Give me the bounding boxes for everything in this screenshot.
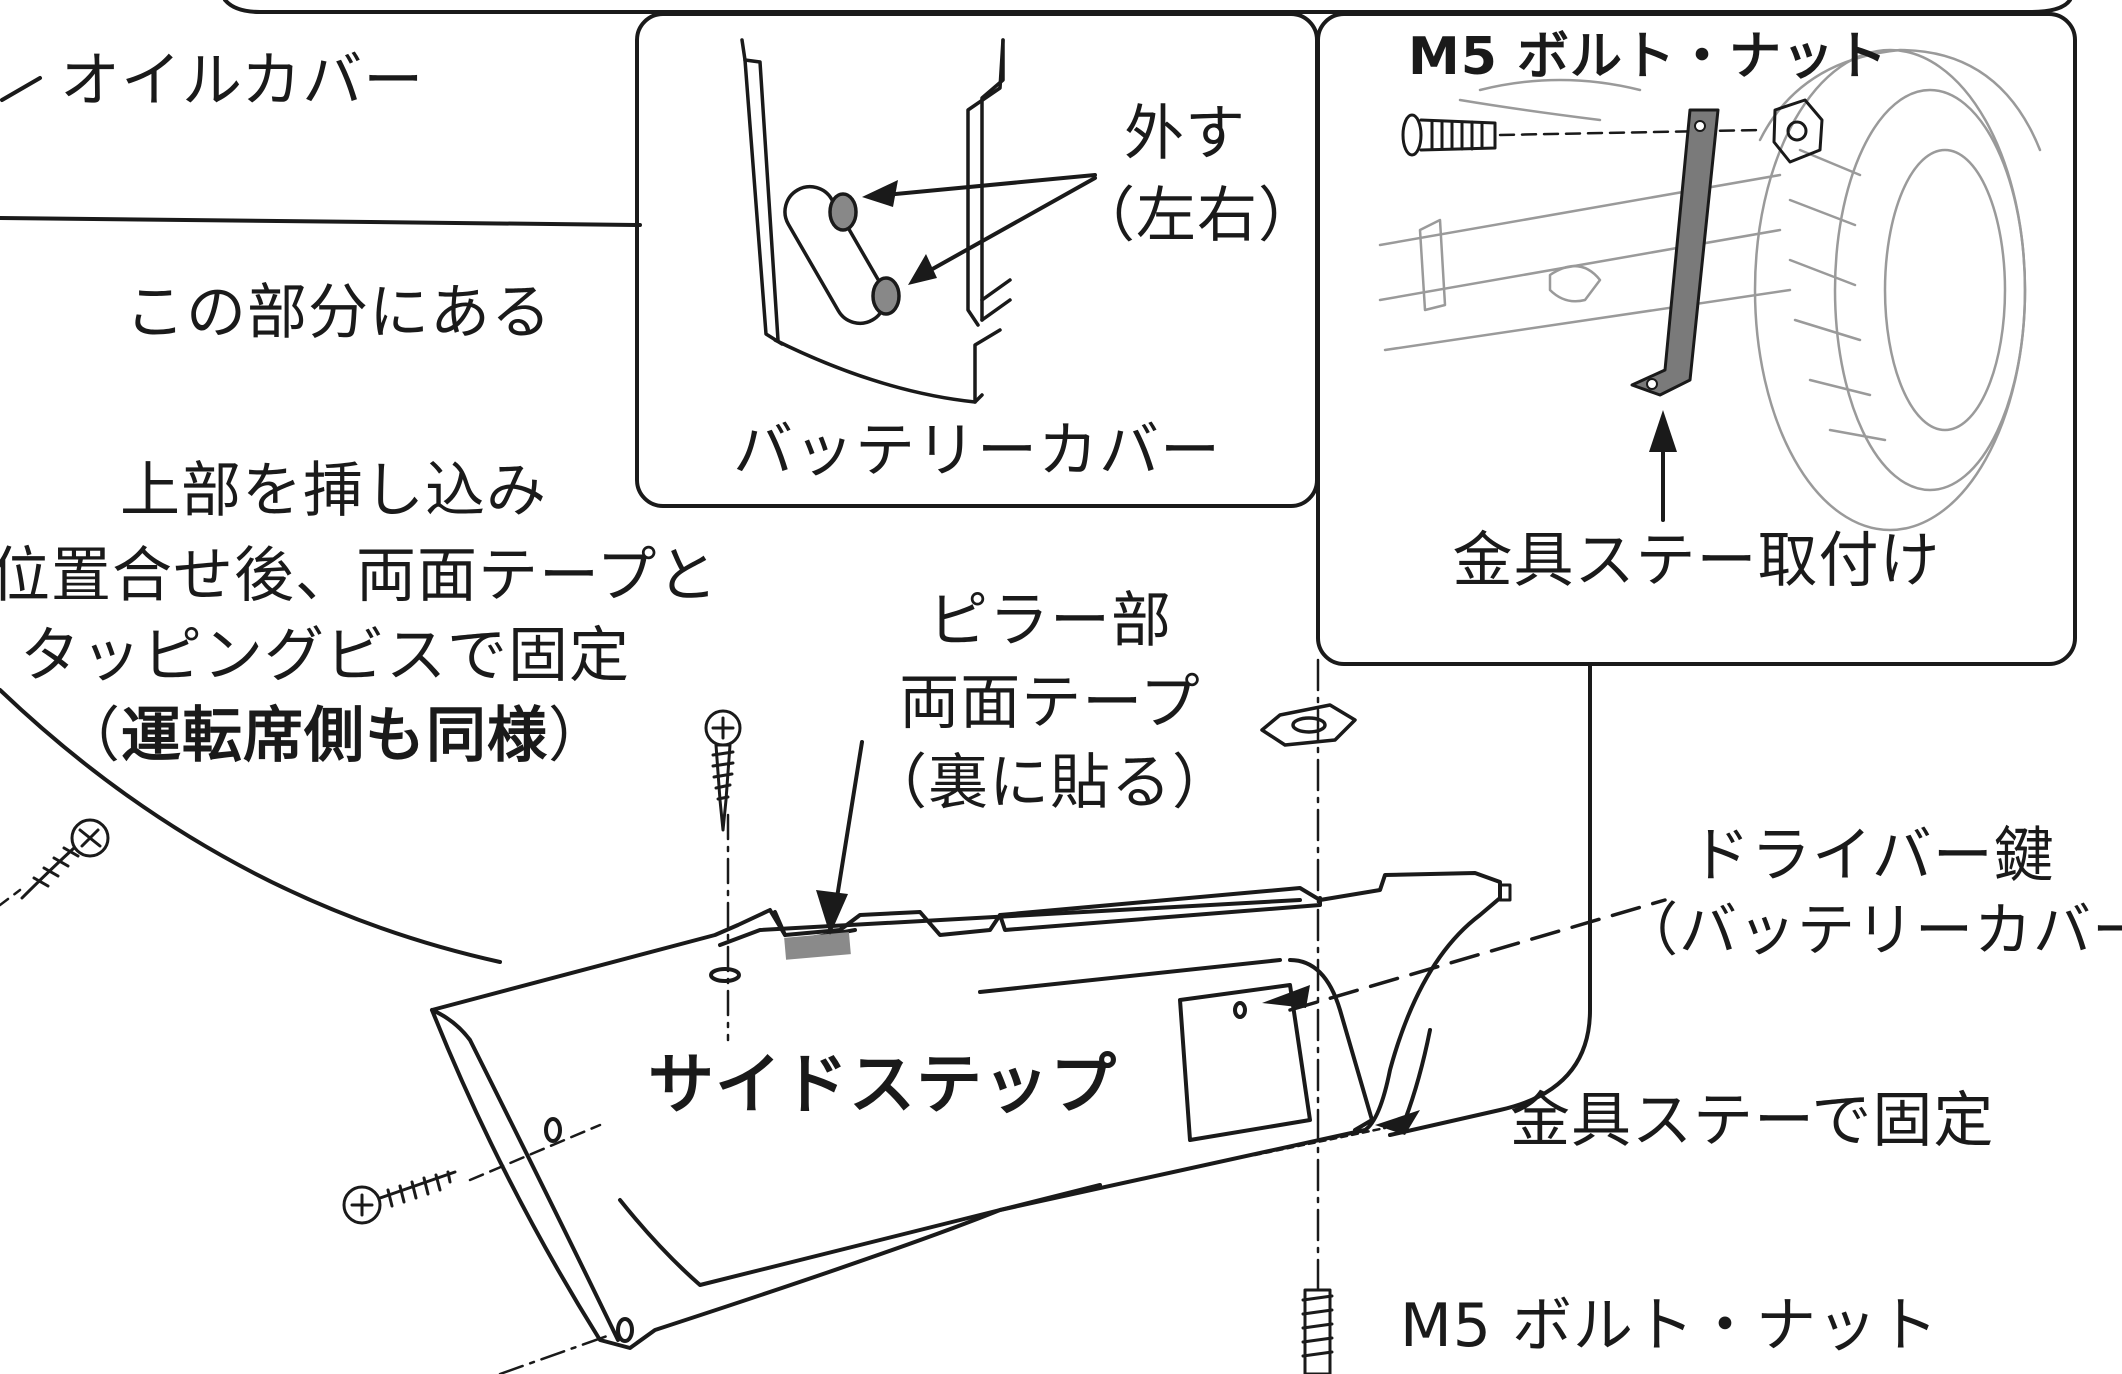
metal-bracket [1630,108,1720,397]
double-tape-label: 両面テープ [899,668,1201,738]
driver-key-leader [1288,898,1667,1012]
instruction-paren-open: （ [60,701,121,771]
top-bolt-centerline [1498,128,1762,137]
vehicle-underbody-drawing [1378,48,2042,532]
panel-leader [1388,662,1592,1137]
bracket-fix-leader [1403,1028,1432,1122]
pillar-tape-arrow [833,740,864,912]
m5-bolt-bottom [1301,1288,1334,1374]
oil-cover-leader [0,76,42,102]
double-sided-tape [784,932,851,960]
bracket-panel [1316,12,2077,666]
bolt-nut-bottom-label: M5 ボルト・ナット [1400,1291,1940,1361]
bracket-fix-dashed [1253,1126,1387,1157]
oil-cover-label: オイルカバー [60,46,425,116]
top-bolt [1401,113,1497,157]
driver-key-sub-label: （バッテリーカバー） [1620,896,2122,964]
side-step-label: サイドステップ [648,1046,1117,1123]
left-screw-line [0,888,22,907]
hex-nut [1260,703,1357,747]
instruction-line-3: タッピングビスで固定 [20,621,630,691]
remove-label: 外す [1124,99,1246,169]
instruction-line-2: 位置合せ後、両面テープと [0,541,719,611]
top-nut [1772,98,1824,164]
side-step-drawing [430,871,1502,1350]
fix-with-bracket-label: 金具ステーで固定 [1510,1086,1995,1156]
pillar-label: ピラー部 [928,586,1172,656]
bottom-screw-line [498,1333,612,1374]
side-screw-line [468,1123,602,1182]
remove-arrow-lower [918,176,1097,278]
step-end-tab [1498,883,1512,902]
tapping-screw-side [342,1170,457,1225]
bolt-nut-top-label: M5 ボルト・ナット [1408,27,1889,87]
this-part-label: この部分にある [125,278,552,348]
tapping-screw-vertical [704,709,742,832]
oil-cover-rule [0,216,642,227]
left-right-label: （左右） [1075,181,1319,251]
driver-key-label: ドライバー鍵 [1690,821,2055,891]
tapping-screw-left [20,818,110,900]
instruction-paren-close: ） [548,701,609,771]
bracket-install-label: 金具ステー取付け [1452,526,1941,596]
instruction-driver-side: 運転席側も同様 [121,701,548,771]
battery-cover-label: バッテリーカバー [733,416,1221,486]
instruction-line-1: 上部を挿し込み [120,456,547,526]
instruction-line-4: （運転席側も同様） [60,705,608,768]
zoom-callout-arc [0,688,502,964]
battery-cover-drawing [740,38,1012,404]
top-frame-edge [223,0,2072,14]
remove-arrow-upper [873,173,1097,198]
stick-back-label: （裏に貼る） [867,748,1233,818]
